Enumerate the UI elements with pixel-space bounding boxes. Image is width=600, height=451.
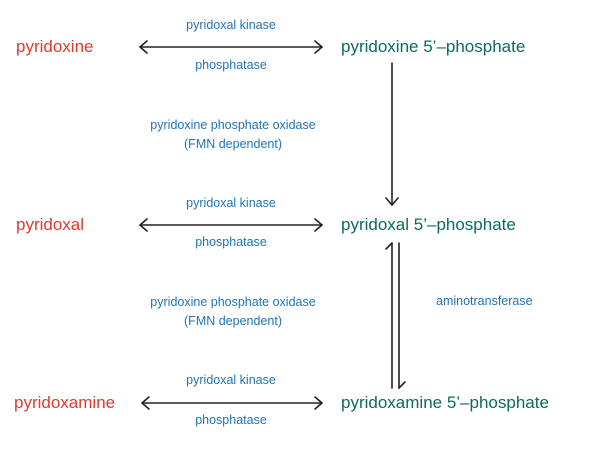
enzyme-kinase-row-3: pyridoxal kinase — [186, 373, 276, 387]
vitamer-pyridoxamine: pyridoxamine — [14, 393, 116, 412]
phosphate-pyridoxamine-5p: pyridoxamine 5’–phosphate — [341, 393, 549, 412]
equilibrium-arrows-aminotransferase — [385, 242, 406, 389]
phosphate-pyridoxal-5p: pyridoxal 5’–phosphate — [341, 215, 516, 234]
enzyme-oxidase-2-cofactor: (FMN dependent) — [184, 314, 282, 328]
bidirectional-arrow-row-1 — [139, 40, 323, 54]
enzyme-phosphatase-row-1: phosphatase — [195, 58, 267, 72]
enzyme-aminotransferase: aminotransferase — [436, 294, 533, 308]
vitamer-pyridoxine: pyridoxine — [16, 37, 94, 56]
phosphate-pyridoxine-5p: pyridoxine 5’–phosphate — [341, 37, 526, 56]
enzyme-oxidase-1: pyridoxine phosphate oxidase (FMN depend… — [118, 116, 348, 154]
enzyme-oxidase-2: pyridoxine phosphate oxidase (FMN depend… — [118, 293, 348, 331]
bidirectional-arrow-row-3 — [141, 396, 323, 410]
vitamer-pyridoxal: pyridoxal — [16, 215, 85, 234]
enzyme-kinase-row-1: pyridoxal kinase — [186, 18, 276, 32]
enzyme-kinase-row-2: pyridoxal kinase — [186, 196, 276, 210]
enzyme-phosphatase-row-3: phosphatase — [195, 413, 267, 427]
enzyme-oxidase-2-name: pyridoxine phosphate oxidase — [150, 295, 316, 309]
enzyme-phosphatase-row-2: phosphatase — [195, 235, 267, 249]
enzyme-oxidase-1-name: pyridoxine phosphate oxidase — [150, 118, 316, 132]
down-arrow-oxidase — [385, 62, 399, 206]
bidirectional-arrow-row-2 — [139, 218, 323, 232]
enzyme-oxidase-1-cofactor: (FMN dependent) — [184, 137, 282, 151]
